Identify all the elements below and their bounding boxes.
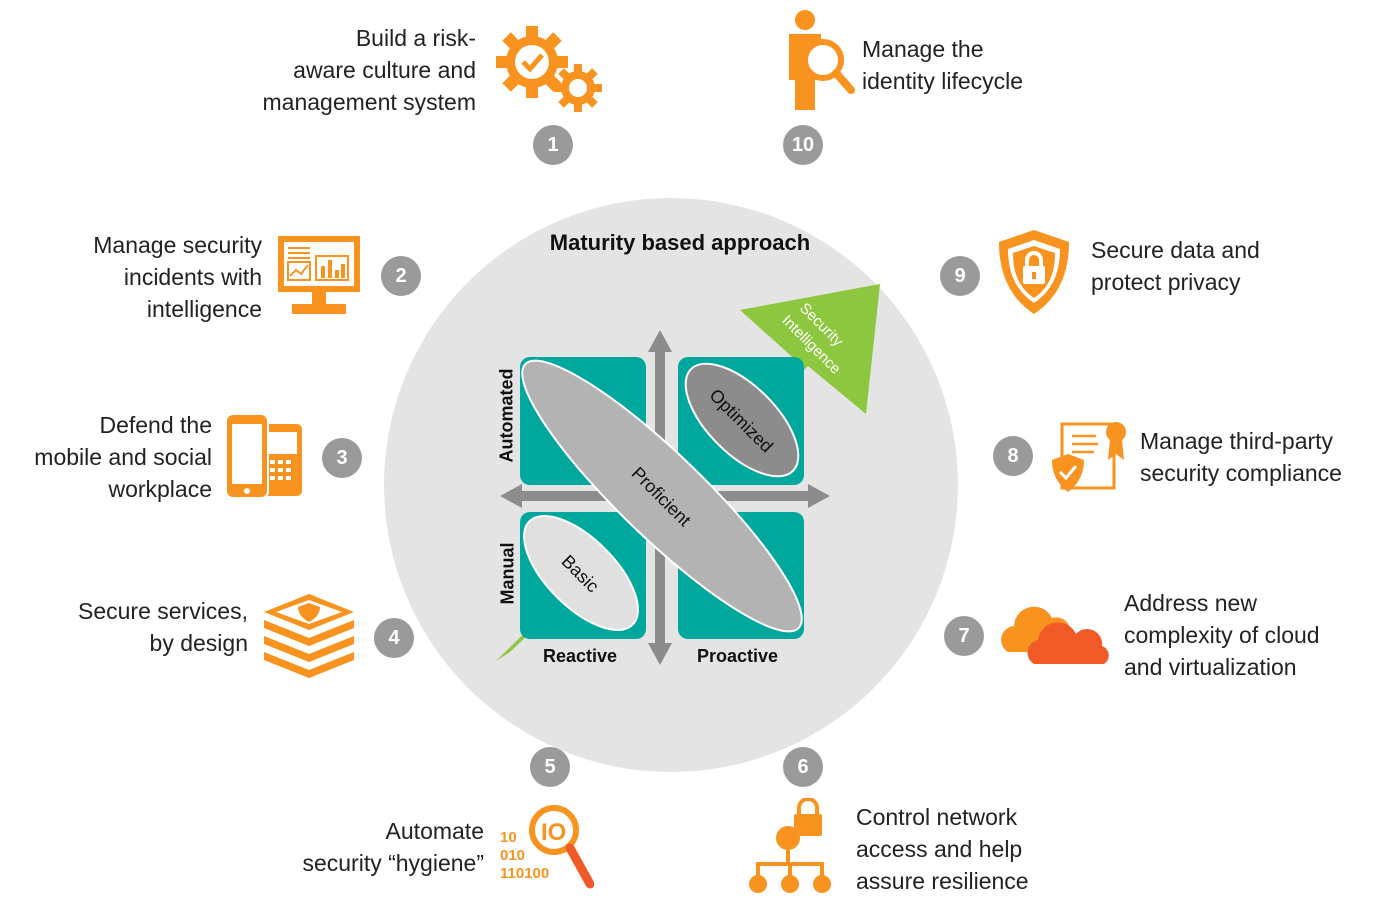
proficient-ellipse bbox=[521, 359, 803, 633]
item-9-text: Secure data and protect privacy bbox=[1091, 237, 1260, 295]
cloud-icon bbox=[1001, 606, 1109, 664]
item-8-text: Manage third-party security compliance bbox=[1140, 428, 1342, 486]
person-magnifier-icon bbox=[789, 10, 855, 110]
item-1-text: Build a risk- aware culture and manageme… bbox=[262, 25, 476, 115]
binary-magnifier-icon: 10 010 110100 IO bbox=[500, 805, 594, 889]
axis-label-proactive: Proactive bbox=[697, 646, 779, 666]
badge-1: 1 bbox=[533, 125, 573, 165]
item-10-text: Manage the identity lifecycle bbox=[862, 36, 1024, 94]
layered-shield-icon bbox=[264, 594, 354, 678]
certificate-icon bbox=[1052, 422, 1126, 492]
badge-2: 2 bbox=[381, 256, 421, 296]
svg-text:IO: IO bbox=[541, 819, 566, 846]
item-4-text: Secure services, by design bbox=[77, 598, 248, 656]
optimized-ellipse bbox=[684, 362, 800, 478]
badge-7: 7 bbox=[944, 616, 984, 656]
svg-text:010: 010 bbox=[500, 847, 525, 864]
svg-text:10: 10 bbox=[500, 829, 517, 846]
center-title: Maturity based approach bbox=[549, 230, 811, 255]
badge-8: 8 bbox=[993, 436, 1033, 476]
badge-3: 3 bbox=[322, 438, 362, 478]
axis-label-reactive: Reactive bbox=[543, 646, 618, 666]
shield-lock-icon bbox=[999, 230, 1069, 314]
item-5-text: Automate security “hygiene” bbox=[302, 818, 484, 876]
badge-5: 5 bbox=[530, 747, 570, 787]
gears-icon bbox=[496, 26, 602, 112]
security-intelligence-arrow bbox=[496, 284, 880, 661]
svg-text:110100: 110100 bbox=[500, 865, 549, 882]
item-3-text: Defend the mobile and social workplace bbox=[34, 412, 212, 502]
monitor-chart-icon bbox=[278, 236, 360, 314]
badge-4: 4 bbox=[374, 618, 414, 658]
badge-6: 6 bbox=[783, 747, 823, 787]
network-lock-icon bbox=[749, 798, 831, 893]
item-6-text: Control network access and help assure r… bbox=[856, 804, 1029, 894]
item-7-text: Address new complexity of cloud and virt… bbox=[1124, 590, 1320, 680]
axis-label-automated: Automated bbox=[496, 368, 517, 463]
item-2-text: Manage security incidents with intellige… bbox=[93, 232, 262, 322]
badge-9: 9 bbox=[940, 256, 980, 296]
maturity-matrix: Basic Proficient Optimized Security Inte… bbox=[496, 284, 880, 665]
basic-ellipse bbox=[523, 515, 639, 631]
badge-10: 10 bbox=[783, 125, 823, 165]
mobile-devices-icon bbox=[225, 413, 302, 499]
axis-label-manual: Manual bbox=[497, 542, 518, 605]
